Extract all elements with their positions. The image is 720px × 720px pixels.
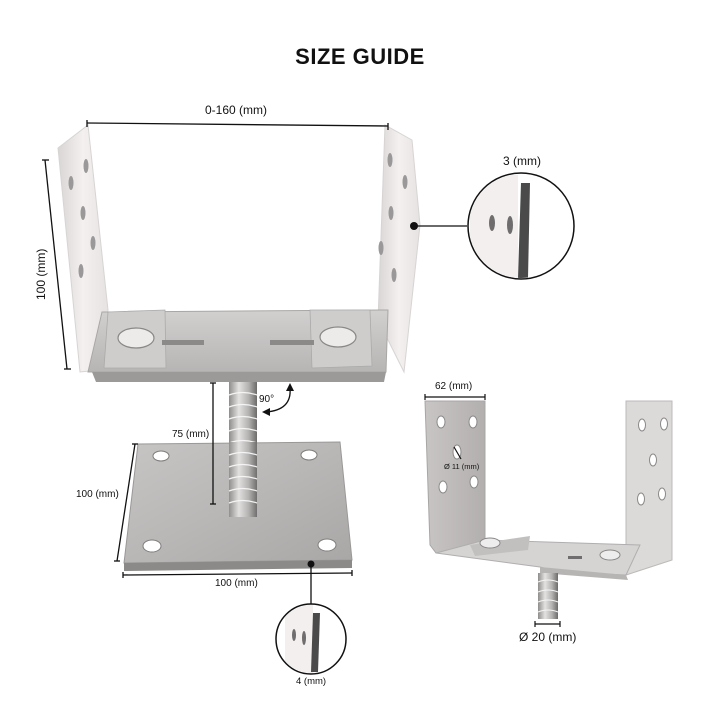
- stem-diameter-label: Ø 20 (mm): [519, 630, 577, 644]
- stem-height-label: 75 (mm): [172, 429, 210, 440]
- plate-width-label: 100 (mm): [215, 578, 258, 589]
- bracket-thickness-label: 3 (mm): [503, 154, 541, 168]
- angle-label: 90°: [259, 394, 275, 405]
- main-u-bracket: [57, 124, 421, 382]
- thickness-callout-4mm: [275, 560, 347, 675]
- base-plate: [123, 441, 353, 571]
- side-dimension-lines: [424, 394, 561, 627]
- plate-depth-label: 100 (mm): [76, 489, 119, 500]
- flange-width-label: 62 (mm): [435, 381, 473, 392]
- thickness-callout-3mm: [410, 172, 575, 280]
- arrowheads: [262, 383, 294, 416]
- side-u-bracket: [424, 400, 673, 619]
- bracket-width-label: 0-160 (mm): [205, 103, 268, 117]
- page-title: SIZE GUIDE: [295, 44, 425, 69]
- hole-diameter-label: Ø 11 (mm): [444, 462, 480, 471]
- dimension-lines: [42, 120, 389, 578]
- bracket-height-label: 100 (mm): [34, 248, 48, 300]
- plate-thickness-label: 4 (mm): [296, 676, 327, 687]
